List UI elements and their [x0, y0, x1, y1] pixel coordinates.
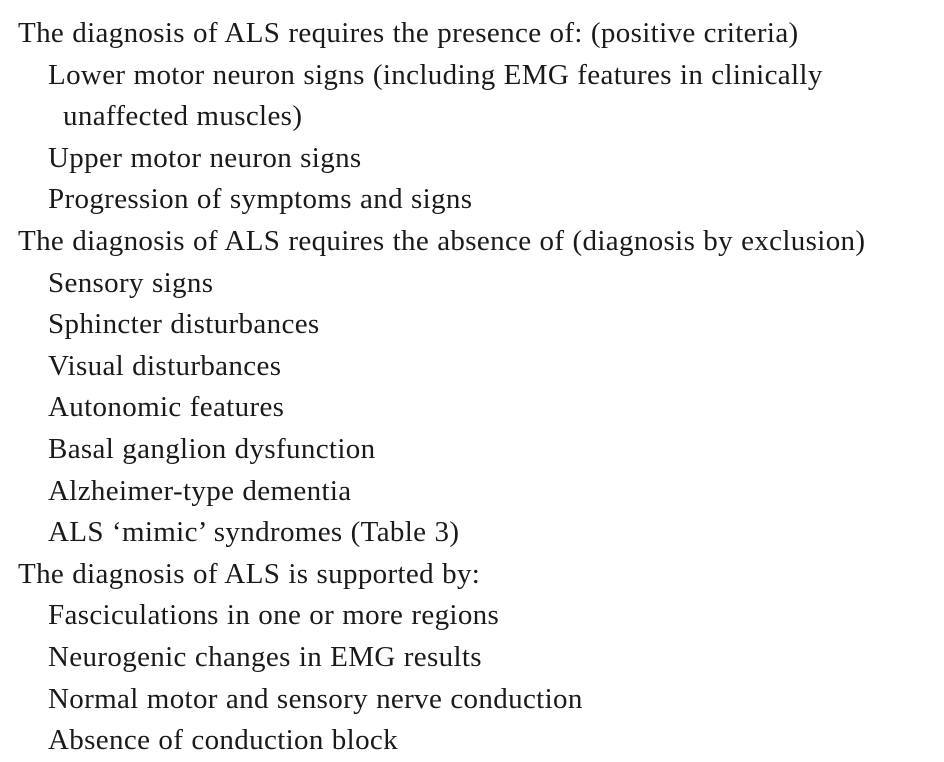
list-item: Neurogenic changes in EMG results	[48, 640, 482, 673]
list-item: Sensory signs	[48, 266, 214, 299]
list-item: Sphincter disturbances	[48, 308, 320, 341]
criteria-list: Lower motor neuron signs (including EMG …	[18, 55, 942, 221]
criteria-list: Fasciculations in one or more regions Ne…	[18, 595, 942, 761]
list-item: Upper motor neuron signs	[48, 141, 362, 174]
section-heading: The diagnosis of ALS requires the presen…	[18, 17, 799, 49]
list-item: Autonomic features	[48, 391, 285, 424]
criteria-document: The diagnosis of ALS requires the presen…	[18, 13, 942, 762]
list-item: Normal motor and sensory nerve conductio…	[48, 682, 583, 715]
list-item: Progression of symptoms and signs	[48, 183, 473, 216]
list-item: Lower motor neuron signs (including EMG …	[48, 58, 823, 133]
list-item: Basal ganglion dysfunction	[48, 432, 376, 465]
list-item: Fasciculations in one or more regions	[48, 599, 500, 632]
section-supporting-criteria: The diagnosis of ALS is supported by: Fa…	[18, 554, 942, 762]
section-exclusion-criteria: The diagnosis of ALS requires the absenc…	[18, 221, 942, 554]
section-positive-criteria: The diagnosis of ALS requires the presen…	[18, 13, 942, 221]
section-heading: The diagnosis of ALS requires the absenc…	[18, 224, 866, 257]
criteria-list: Sensory signs Sphincter disturbances Vis…	[18, 263, 942, 554]
list-item: Alzheimer-type dementia	[48, 474, 352, 507]
list-item: Visual disturbances	[48, 349, 282, 382]
list-item: ALS ‘mimic’ syndromes (Table 3)	[48, 516, 460, 549]
list-item: Absence of conduction block	[48, 724, 398, 757]
section-heading: The diagnosis of ALS is supported by:	[18, 557, 481, 590]
